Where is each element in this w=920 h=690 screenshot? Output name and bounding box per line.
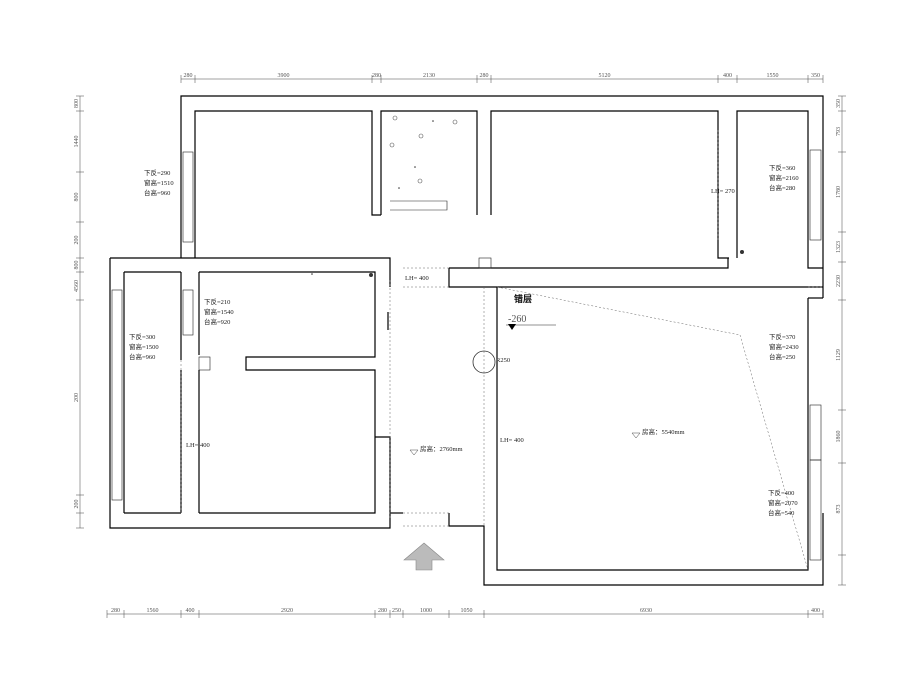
svg-text:台高=960: 台高=960 [144, 188, 170, 197]
window-note-5: 下反=370 窗高=2430 台高=250 [769, 332, 799, 361]
right-dim-label: 2230 [836, 275, 842, 287]
label-lh400-top: LH= 400 [405, 275, 429, 282]
top-dim-label: 5120 [599, 73, 611, 79]
label-r250: R250 [496, 357, 510, 364]
room-height-5540: 房高：5540mm [642, 427, 685, 436]
top-dim-label: 350 [811, 73, 820, 79]
right-dim-label: 1860 [836, 431, 842, 443]
column-circle [472, 350, 496, 374]
window-note-4: 下反=300 窗高=1500 台高=960 [129, 332, 159, 361]
svg-text:窗高=2070: 窗高=2070 [768, 498, 798, 507]
bottom-dim-label: 1050 [461, 608, 473, 614]
top-dim-label: 1550 [767, 73, 779, 79]
left-dim-label: 800 [74, 261, 80, 270]
label-lh270: LH= 270 [711, 188, 735, 195]
right-dimension-line: 350 793 1780 1323 2230 1129 1860 873 [836, 95, 846, 586]
bottom-dim-label: 6930 [640, 608, 652, 614]
svg-text:下反=400: 下反=400 [768, 488, 794, 497]
beam-lines [180, 130, 823, 571]
top-dim-label: 3900 [278, 73, 290, 79]
svg-text:台高=960: 台高=960 [129, 352, 155, 361]
entrance-arrow-icon [403, 542, 445, 571]
walls [109, 95, 824, 586]
bottom-dim-label: 250 [392, 608, 401, 614]
left-dim-label: 1440 [74, 136, 80, 148]
svg-text:窗高=1540: 窗高=1540 [204, 307, 234, 316]
svg-text:窗高=1510: 窗高=1510 [144, 178, 174, 187]
bottom-dim-label: 400 [811, 608, 820, 614]
room-height-2760: 房高：2760mm [420, 444, 463, 453]
svg-text:下反=360: 下反=360 [769, 163, 795, 172]
right-dim-label: 1129 [836, 349, 842, 361]
svg-text:下反=290: 下反=290 [144, 168, 170, 177]
left-dimension-line: 800 1440 800 200 800 4560 200 200 [74, 95, 84, 529]
left-dim-label: 4560 [74, 280, 80, 292]
right-dim-label: 1323 [836, 241, 842, 253]
window-note-6: 下反=400 窗高=2070 台高=540 [768, 488, 798, 517]
bottom-dim-label: 1000 [420, 608, 432, 614]
svg-text:台高=920: 台高=920 [204, 317, 230, 326]
top-dim-label: 280 [372, 73, 381, 79]
top-dim-label: 2130 [423, 73, 435, 79]
svg-text:台高=280: 台高=280 [769, 183, 795, 192]
left-dim-label: 800 [74, 193, 80, 202]
top-dim-label: 280 [184, 73, 193, 79]
right-dim-label: 793 [836, 127, 842, 136]
right-dim-label: 1780 [836, 186, 842, 198]
svg-text:台高=250: 台高=250 [769, 352, 795, 361]
left-dim-label: 800 [74, 99, 80, 108]
bottom-dimension-line: 280 1560 400 2920 280 250 1000 1050 6930 400 [106, 608, 824, 618]
level-marker-icon [508, 324, 516, 330]
label-lh400-mid: LH= 400 [500, 437, 524, 444]
svg-text:台高=540: 台高=540 [768, 508, 794, 517]
window-note-3: 下反=210 窗高=1540 台高=920 [204, 297, 234, 326]
bottom-dim-label: 400 [186, 608, 195, 614]
label-mezzanine: 错层 [514, 293, 532, 305]
label-lh400-left: LH= 400 [186, 442, 210, 449]
right-dim-label: 350 [836, 99, 842, 108]
svg-text:下反=370: 下反=370 [769, 332, 795, 341]
bottom-dim-label: 1560 [147, 608, 159, 614]
right-dim-label: 873 [836, 505, 842, 514]
svg-text:窗高=2160: 窗高=2160 [769, 173, 799, 182]
svg-text:窗高=2430: 窗高=2430 [769, 342, 799, 351]
top-dimension-line: 280 3900 280 2130 280 5120 400 1550 350 [180, 73, 824, 83]
svg-text:下反=300: 下反=300 [129, 332, 155, 341]
bottom-dim-label: 280 [378, 608, 387, 614]
top-dim-label: 400 [723, 73, 732, 79]
window-note-1: 下反=290 窗高=1510 台高=960 [144, 168, 174, 197]
left-dim-label: 200 [74, 500, 80, 509]
left-dim-label: 200 [74, 393, 80, 402]
bottom-dim-label: 2920 [281, 608, 293, 614]
svg-text:下反=210: 下反=210 [204, 297, 230, 306]
svg-text:窗高=1500: 窗高=1500 [129, 342, 159, 351]
bottom-dim-label: 280 [111, 608, 120, 614]
window-note-2: 下反=360 窗高=2160 台高=280 [769, 163, 799, 192]
left-dim-label: 200 [74, 236, 80, 245]
top-dim-label: 280 [480, 73, 489, 79]
label-mezzanine-level: -260 [508, 314, 526, 325]
